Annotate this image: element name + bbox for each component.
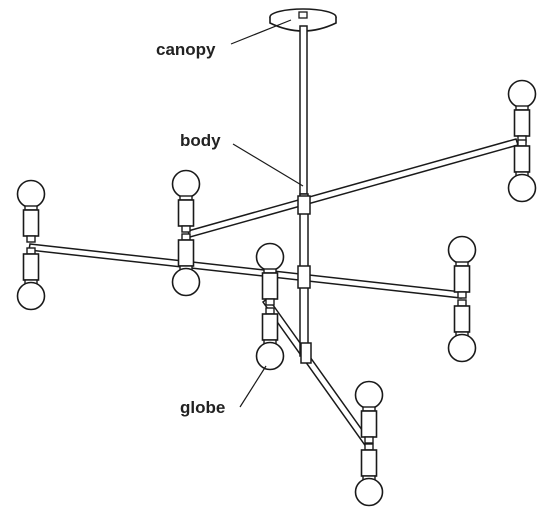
lower-arm	[28, 243, 463, 299]
body-leader-line	[232, 143, 304, 187]
globe-label: globe	[180, 398, 225, 417]
upper-arm	[187, 138, 519, 238]
canopy-leader-line	[230, 19, 292, 45]
body-label: body	[180, 131, 221, 150]
diagonal-arm	[261, 296, 374, 450]
body	[297, 193, 312, 364]
canopy-label: canopy	[156, 40, 216, 59]
globe-leader-line	[239, 365, 267, 408]
globe-right-middle	[447, 235, 477, 363]
globe-bottom	[354, 380, 384, 507]
stem-rod	[299, 25, 308, 195]
